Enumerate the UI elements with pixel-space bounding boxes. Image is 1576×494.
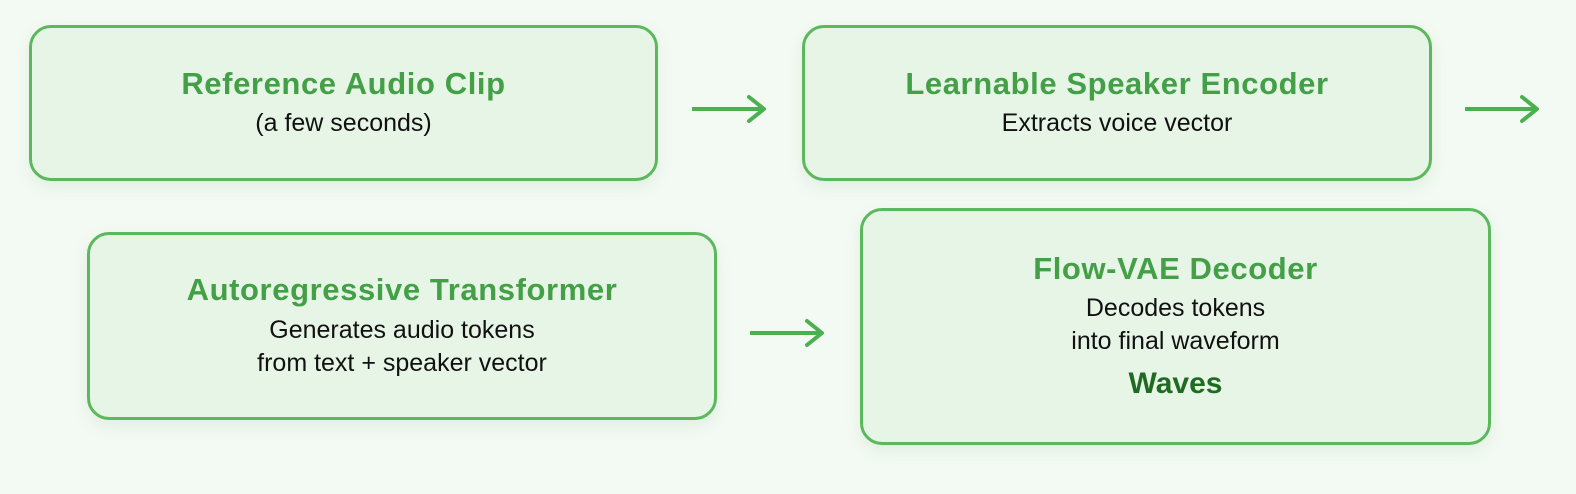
node-flow-vae-decoder: Flow-VAE Decoder Decodes tokens into fin…	[860, 208, 1491, 445]
right-arrow-icon	[750, 319, 824, 347]
node-description: Decodes tokens into final waveform	[1071, 292, 1279, 358]
node-description-line: from text + speaker vector	[257, 348, 547, 377]
node-description-line: Extracts voice vector	[1001, 109, 1233, 138]
node-description-line: into final waveform	[1071, 327, 1280, 356]
node-learnable-speaker-encoder: Learnable Speaker Encoder Extracts voice…	[802, 25, 1432, 181]
node-description-line: Decodes tokens	[1085, 294, 1266, 323]
node-title: Learnable Speaker Encoder	[905, 65, 1329, 101]
right-arrow-icon	[1465, 95, 1539, 123]
node-title: Reference Audio Clip	[181, 65, 506, 101]
node-description-line: (a few seconds)	[255, 109, 432, 138]
node-description: (a few seconds)	[255, 107, 431, 140]
node-title: Flow-VAE Decoder	[1033, 250, 1318, 286]
waves-label: Waves	[1128, 367, 1223, 401]
right-arrow-icon	[692, 95, 766, 123]
node-description: Extracts voice vector	[1002, 107, 1233, 140]
node-description: Generates audio tokens from text + speak…	[257, 314, 547, 380]
node-reference-audio-clip: Reference Audio Clip (a few seconds)	[29, 25, 658, 181]
node-description-line: Generates audio tokens	[269, 315, 535, 344]
node-title: Autoregressive Transformer	[186, 272, 618, 308]
node-autoregressive-transformer: Autoregressive Transformer Generates aud…	[87, 232, 717, 420]
